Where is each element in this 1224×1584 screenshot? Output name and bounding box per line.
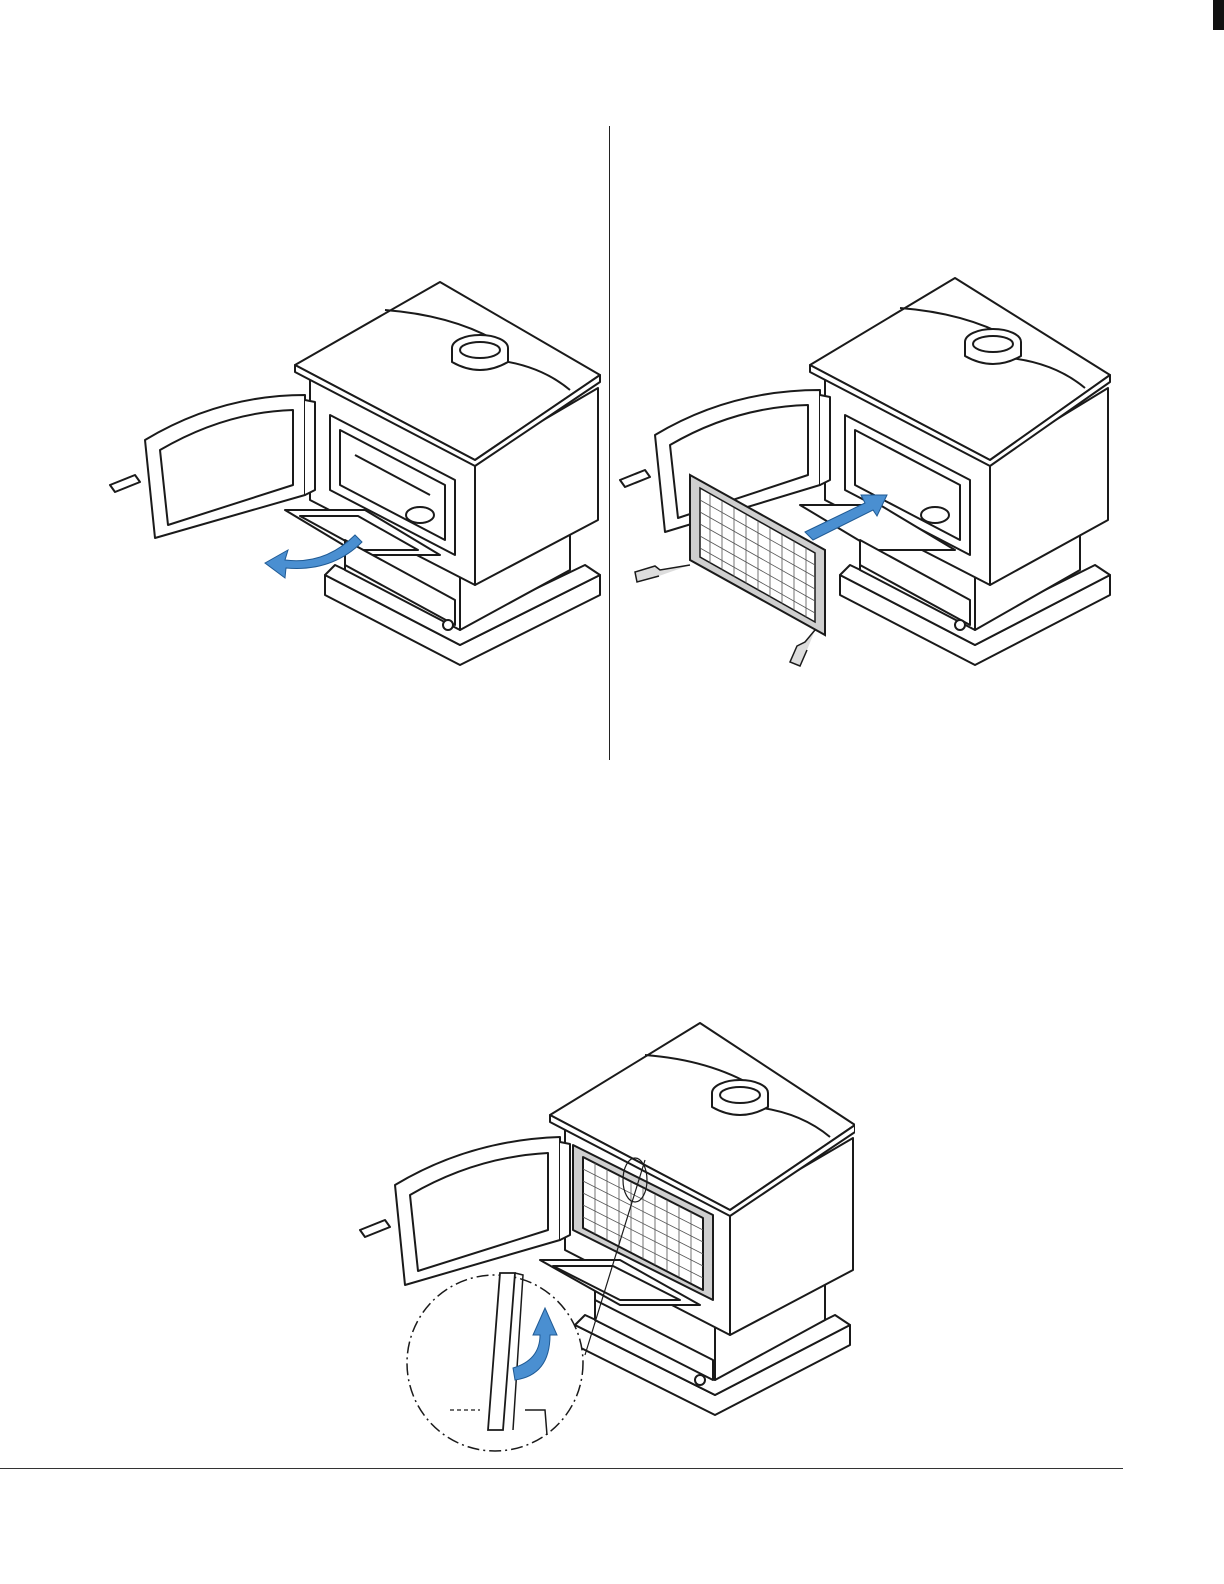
stove-illustration-1: [100, 270, 610, 680]
screen-handle-right: [790, 630, 815, 666]
figure-screen-installed: [355, 1015, 855, 1455]
detail-inset: [407, 1273, 583, 1451]
screen-handle-left: [635, 565, 690, 582]
door-handle: [110, 475, 140, 492]
page-edge-tab: [1213, 0, 1224, 30]
footer-rule: [0, 1468, 1123, 1469]
figure-insert-screen: [615, 270, 1115, 680]
stove-illustration-3: [355, 1015, 855, 1455]
figure-open-door: [100, 270, 610, 680]
stove-illustration-2: [615, 270, 1115, 680]
